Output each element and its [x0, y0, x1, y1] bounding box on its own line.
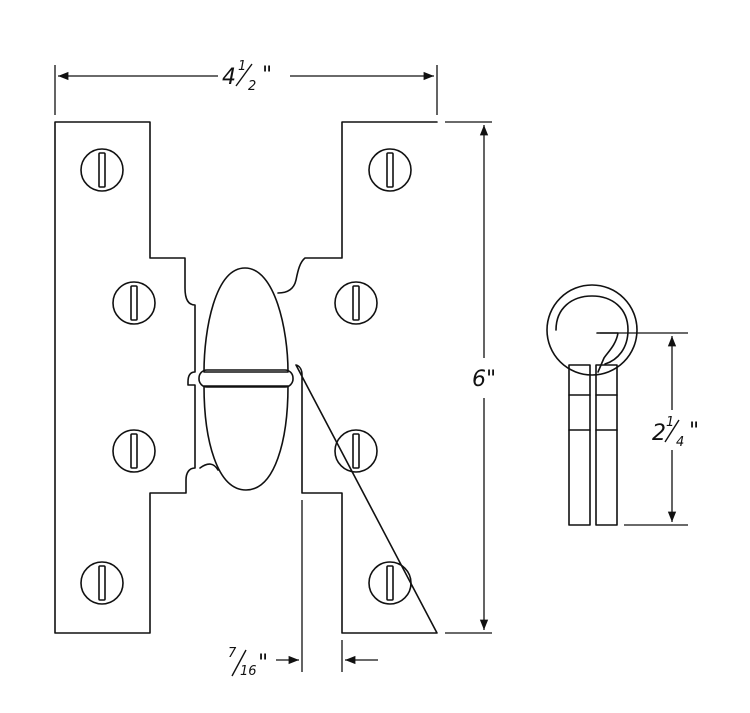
side-view-barrel: [547, 285, 637, 375]
svg-text:7: 7: [228, 646, 237, 661]
screw-right-upper-mid-icon: [335, 282, 377, 324]
svg-text:": ": [689, 419, 699, 444]
hinge-knuckle-lower: [204, 386, 288, 490]
screw-left-upper-mid-icon: [113, 282, 155, 324]
screw-left-lower-mid-icon: [113, 430, 155, 472]
side-height-label: 2 1 4 ": [652, 415, 699, 450]
svg-text:4: 4: [676, 435, 684, 450]
svg-text:": ": [262, 63, 272, 88]
screw-left-top-icon: [81, 149, 123, 191]
screw-right-top-icon: [369, 149, 411, 191]
svg-text:4: 4: [222, 65, 236, 90]
height-label: 6": [472, 367, 496, 392]
svg-text:2: 2: [652, 421, 666, 446]
svg-text:1: 1: [238, 59, 246, 74]
hinge-knuckle-band: [199, 370, 293, 387]
screw-left-bottom-icon: [81, 562, 123, 604]
side-view-pin-notch: [597, 333, 618, 372]
side-view-leaf-left: [569, 365, 590, 525]
screw-right-lower-mid-icon: [335, 430, 377, 472]
right-hinge-leaf: [278, 122, 437, 633]
side-view-barrel-inner: [556, 296, 628, 364]
offset-label: 7 16 ": [228, 646, 268, 679]
screw-group: [81, 149, 411, 604]
width-label: 4 1 2 ": [222, 59, 272, 94]
knuckle-edge: [200, 464, 218, 470]
svg-text:2: 2: [248, 79, 256, 94]
side-view-leaf-right: [596, 365, 617, 525]
svg-text:16: 16: [240, 664, 257, 679]
screw-right-bottom-icon: [369, 562, 411, 604]
hinge-knuckle-upper: [204, 268, 288, 372]
left-hinge-leaf: [55, 122, 195, 633]
svg-text:": ": [258, 651, 268, 676]
svg-text:1: 1: [666, 415, 674, 430]
